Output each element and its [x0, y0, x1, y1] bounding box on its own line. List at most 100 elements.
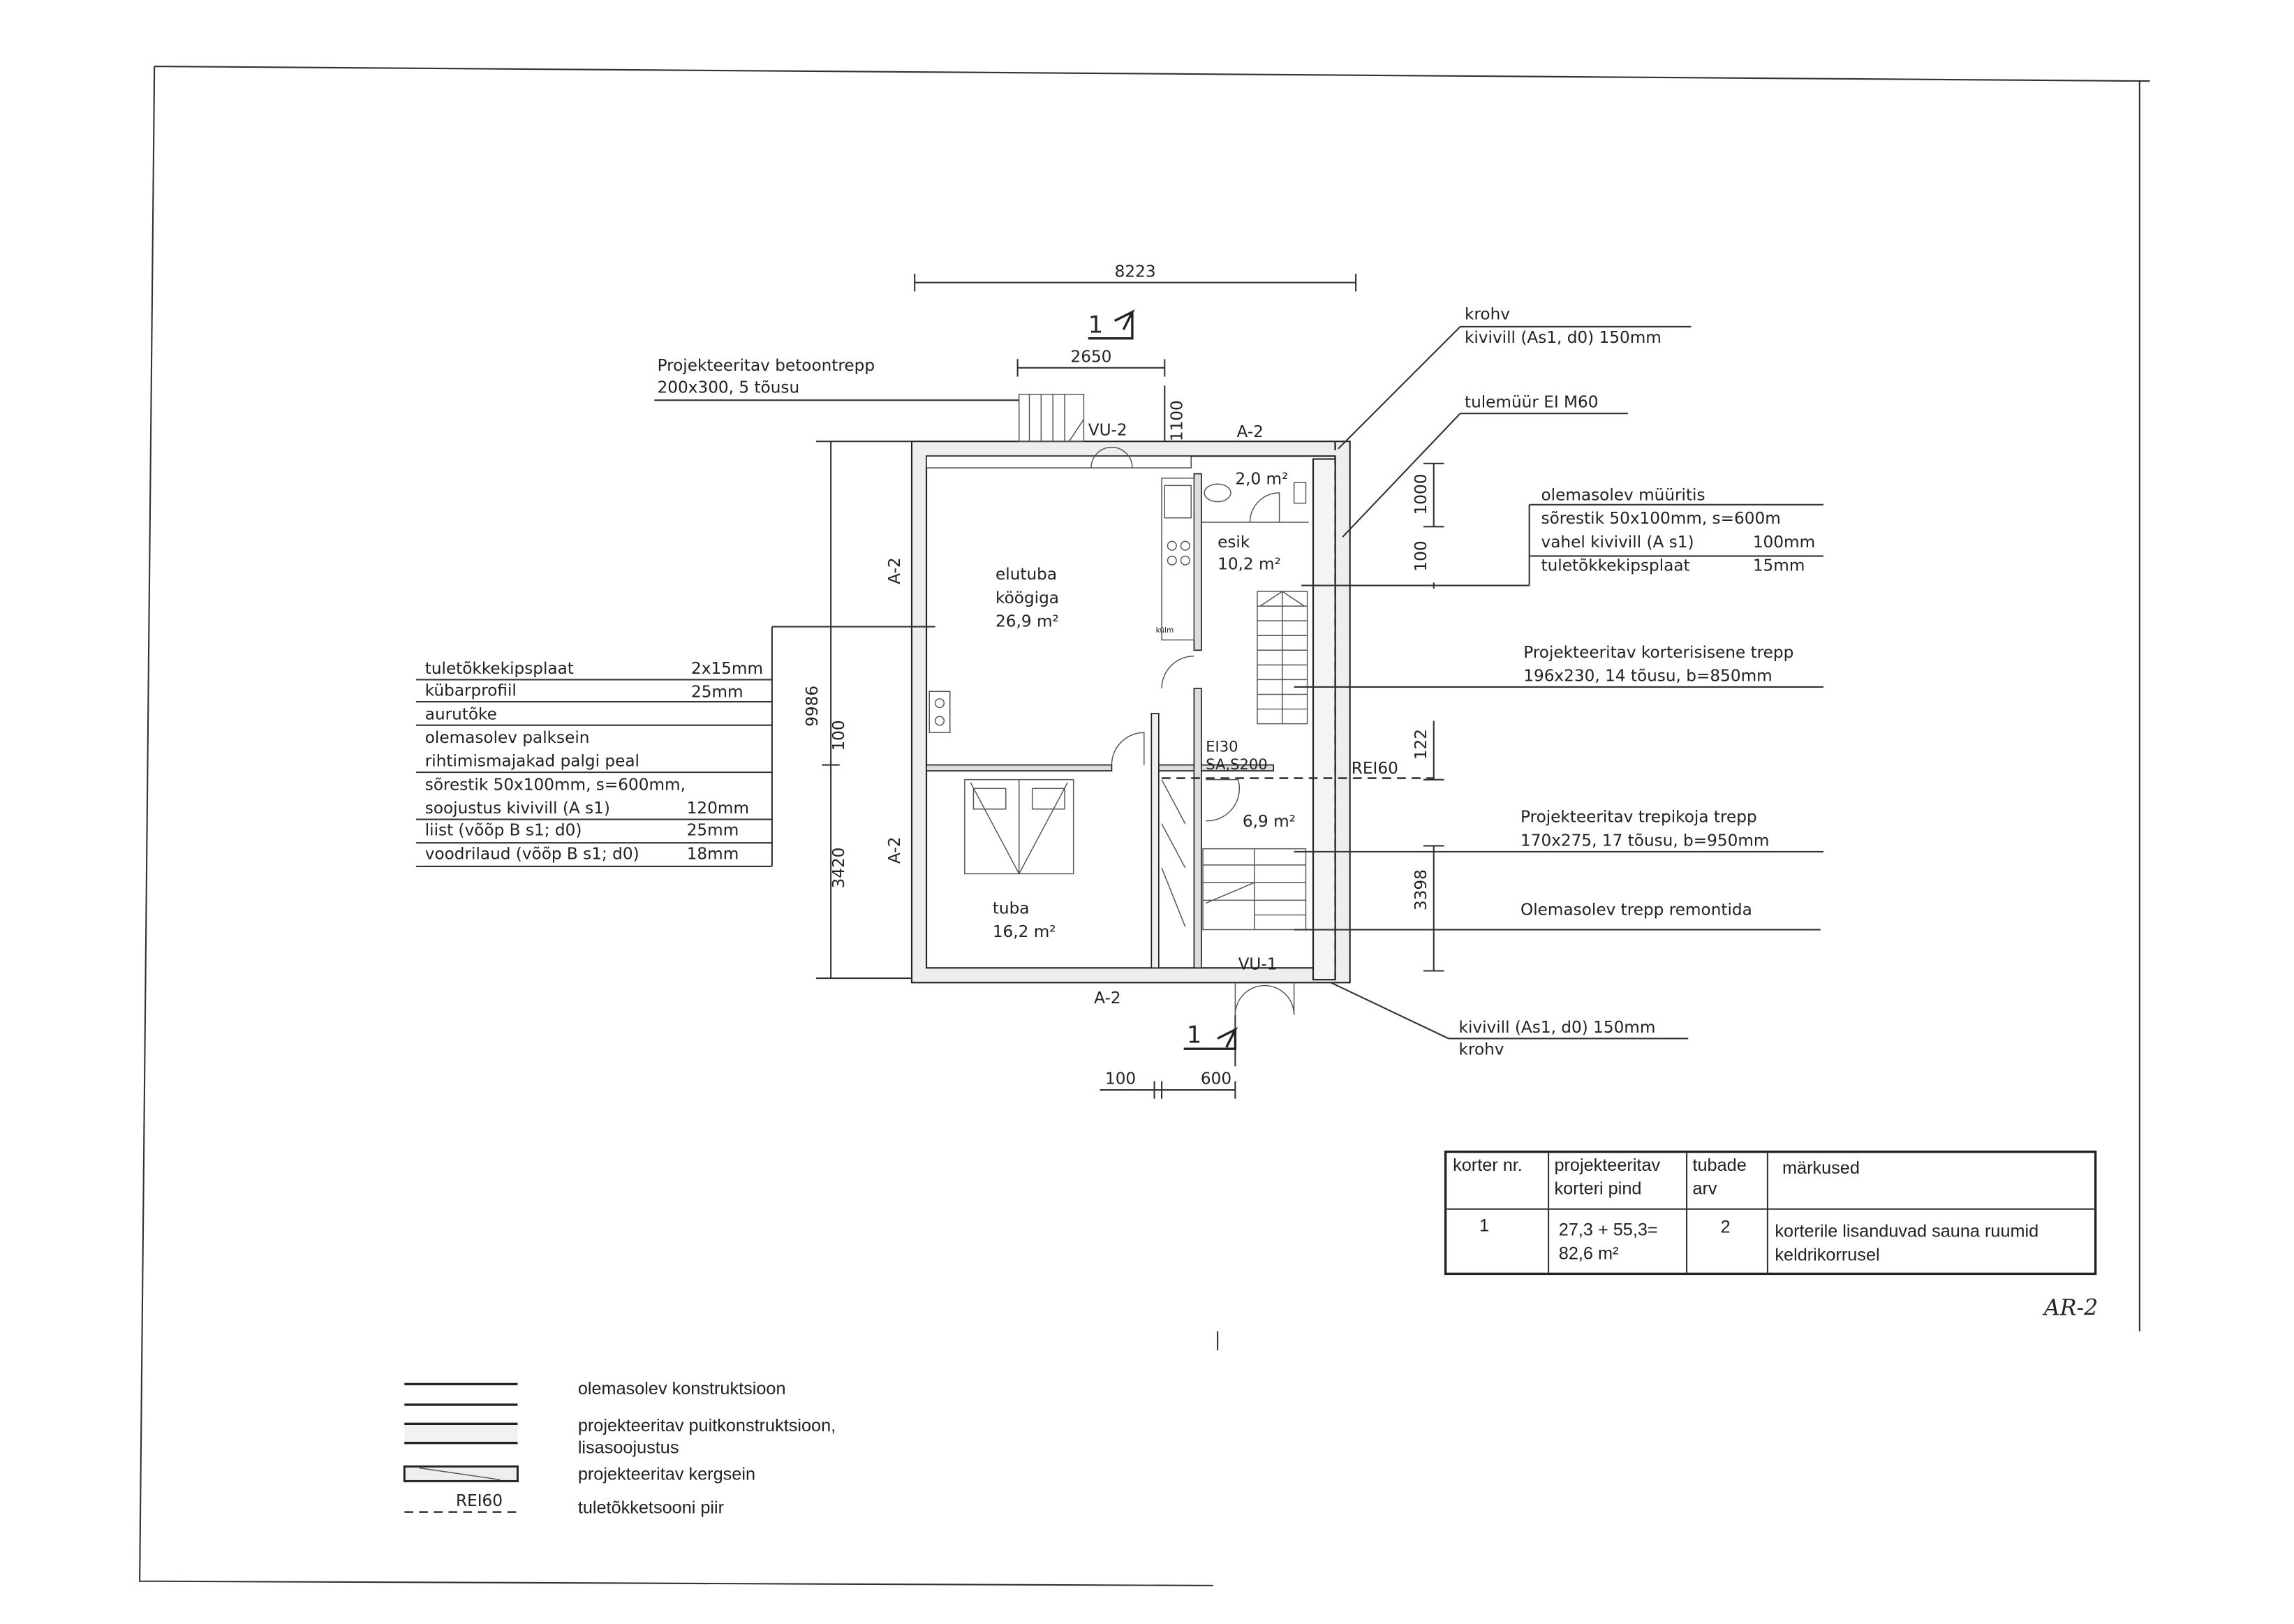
toilet-icon — [1204, 483, 1231, 503]
note-betoontrepp-spec: 200x300, 5 tõusu — [658, 378, 800, 397]
light-wall-hatch — [1161, 779, 1186, 927]
table-header: tubade — [1692, 1156, 1746, 1175]
note-muuritis-row: sõrestik 50x100mm, s=600m — [1541, 509, 1781, 528]
note-kivivill-bottom: kivivill (As1, d0) 150mm — [1459, 1018, 1656, 1037]
legend-label: tuletõkketsooni piir — [578, 1498, 724, 1518]
tag-a2-left-lower: A-2 — [885, 837, 904, 864]
dim-stair-depth: 1100 — [1168, 400, 1187, 441]
room-elutuba-name2: köögiga — [996, 589, 1059, 607]
legend-label: olemasolev konstruktsioon — [578, 1379, 786, 1398]
table-header: korter nr. — [1453, 1156, 1523, 1175]
legend-symbol-text: REI60 — [456, 1491, 503, 1510]
building-walls — [910, 394, 1351, 1015]
table-cell: 82,6 m² — [1559, 1243, 1619, 1263]
sheet-mark: AR-2 — [2042, 1295, 2098, 1320]
note-betoontrepp: Projekteeritav betoontrepp — [658, 356, 875, 375]
legend-symbol-timber — [404, 1425, 518, 1443]
section-marker-bottom: 1 — [1187, 1021, 1201, 1049]
dim-100-left: 100 — [829, 720, 848, 751]
table-header: arv — [1692, 1179, 1717, 1199]
section-marker-top-arrow — [1088, 309, 1135, 340]
legend: REI60 olemasolev konstruktsioon projekte… — [403, 1379, 836, 1518]
table-cell: korterile lisanduvad sauna ruumid — [1775, 1222, 2038, 1241]
wall-layer: sõrestik 50x100mm, s=600mm, — [425, 775, 686, 794]
wall-layer-value: 18mm — [687, 844, 739, 863]
tag-vu1: VU-1 — [1238, 954, 1278, 973]
dim-1000: 1000 — [1412, 474, 1430, 515]
dim-stair-width: 2650 — [1070, 347, 1111, 366]
wall-layer: aurutõke — [425, 704, 497, 723]
legend-label: projekteeritav kergsein — [578, 1464, 755, 1484]
room-tuba-name: tuba — [993, 899, 1030, 917]
door-tuba — [1111, 732, 1145, 765]
note-muuritis-row: tuletõkkekipsplaat — [1541, 556, 1690, 575]
section-marker-bottom-arrow — [1183, 1026, 1238, 1050]
dim-100-bottom: 100 — [1105, 1070, 1136, 1088]
wall-layer-value: 120mm — [687, 799, 749, 818]
internal-stair — [1257, 591, 1308, 725]
tag-a2-bottom: A-2 — [1094, 989, 1120, 1007]
dim-3420: 3420 — [829, 848, 848, 889]
room-elutuba-area: 26,9 m² — [996, 612, 1059, 631]
note-trepikoja-trepp: Projekteeritav trepikoja trepp — [1520, 808, 1757, 827]
fire-rei-label: REI60 — [1352, 759, 1398, 778]
wall-layer: tuletõkkekipsplaat — [425, 659, 574, 678]
note-kivivill-top: kivivill (As1, d0) 150mm — [1465, 328, 1662, 347]
table-header: projekteeritav — [1554, 1156, 1660, 1175]
door-stairwell — [1206, 778, 1241, 822]
tag-vu2: VU-2 — [1088, 421, 1127, 440]
note-muuritis-value: 100mm — [1753, 533, 1815, 552]
table-cell: keldrikorrusel — [1775, 1245, 1879, 1264]
room-esik-area: 10,2 m² — [1218, 554, 1281, 573]
concrete-stair — [1019, 394, 1085, 442]
room-stairwell-area: 6,9 m² — [1243, 812, 1296, 831]
table-cell: 2 — [1721, 1217, 1731, 1237]
wall-layer-value: 2x15mm — [691, 659, 763, 678]
apartment-table: korter nr. projekteeritav korteri pind t… — [1444, 1150, 2097, 1276]
wall-layers-list: tuletõkkekipsplaat 2x15mm kübarprofiil 2… — [416, 659, 772, 867]
wall-layer: olemasolev palksein — [425, 728, 590, 747]
dim-overall-height: 9986 — [803, 686, 822, 727]
note-krohv-bottom: krohv — [1459, 1040, 1504, 1059]
dim-overall-width: 8223 — [1115, 262, 1156, 281]
stove-icon — [928, 691, 951, 733]
door-esik — [1161, 655, 1194, 689]
table-cell: 27,3 + 55,3= — [1559, 1220, 1658, 1240]
room-wc-area: 2,0 m² — [1235, 469, 1288, 488]
legend-label: lisasoojustus — [578, 1438, 679, 1457]
wall-layer: kübarprofiil — [425, 681, 517, 700]
tag-a2-left-upper: A-2 — [885, 557, 904, 584]
note-trepikoja-spec: 170x275, 17 tõusu, b=950mm — [1520, 831, 1769, 850]
dimension-lines — [816, 274, 1444, 1099]
leader-lines — [654, 325, 1823, 1040]
wall-layer: liist (võõp B s1; d0) — [425, 821, 582, 840]
dim-600: 600 — [1201, 1070, 1231, 1088]
kitchen-counter — [1161, 478, 1195, 641]
note-muuritis-row: vahel kivivill (A s1) — [1541, 533, 1694, 552]
legend-symbol-existing — [404, 1382, 518, 1406]
note-muuritis-title: olemasolev müüritis — [1541, 485, 1705, 504]
wall-layer-value: 25mm — [691, 683, 743, 702]
door-vu1 — [1234, 982, 1295, 1015]
fire-door-rating-2: SA,S200 — [1206, 755, 1267, 773]
fire-door-rating: EI30 — [1206, 738, 1238, 755]
dim-122: 122 — [1412, 729, 1430, 760]
door-wc — [1249, 492, 1280, 523]
sheet-border — [139, 65, 2150, 1587]
wall-layer: voodrilaud (võõp B s1; d0) — [425, 844, 639, 863]
note-tulemuur: tulemüür EI M60 — [1465, 393, 1599, 412]
wall-layer: soojustus kivivill (A s1) — [425, 799, 610, 818]
table-header: märkused — [1782, 1158, 1860, 1178]
fridge-label: külm — [1156, 626, 1174, 635]
table-cell: 1 — [1479, 1216, 1489, 1235]
table-header: korteri pind — [1554, 1179, 1641, 1199]
room-esik-name: esik — [1218, 533, 1250, 552]
stairwell-stair — [1202, 848, 1307, 931]
washbasin-icon — [1293, 482, 1307, 504]
room-elutuba-name: elutuba — [996, 565, 1057, 584]
note-korterisisene-spec: 196x230, 14 tõusu, b=850mm — [1523, 667, 1772, 686]
note-krohv-top: krohv — [1465, 304, 1510, 323]
note-muuritis-value: 15mm — [1753, 556, 1805, 575]
sink-icon — [1164, 485, 1192, 519]
